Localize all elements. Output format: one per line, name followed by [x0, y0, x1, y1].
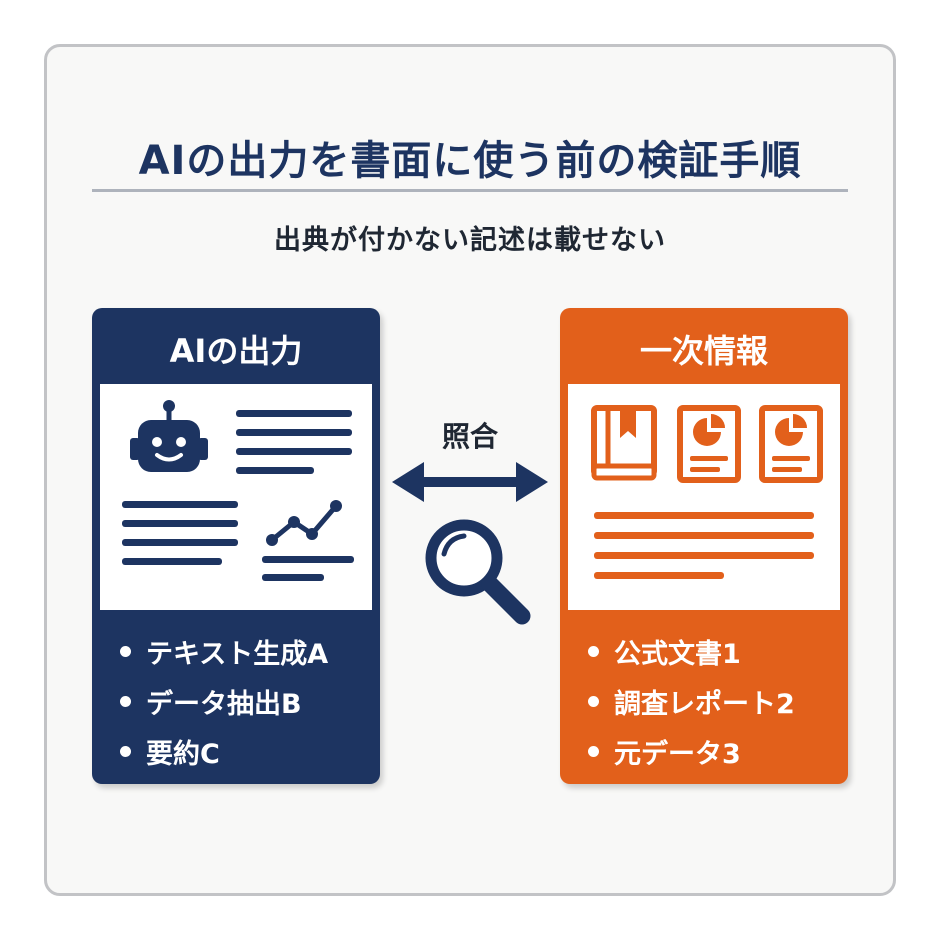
bullet-icon	[120, 695, 131, 707]
report-icon	[677, 405, 741, 483]
book-icon	[591, 405, 657, 481]
line-chart-icon	[262, 500, 354, 581]
list-item: テキスト生成A	[120, 626, 328, 676]
primary-card-illustration	[568, 384, 840, 610]
bullet-icon	[120, 645, 131, 657]
compare-label: 照合	[441, 420, 498, 453]
primary-info-list: 公式文書1 調査レポート2 元データ3	[588, 626, 795, 776]
ai-output-card: AIの出力	[92, 308, 380, 784]
report-icon	[759, 405, 823, 483]
text-lines	[594, 512, 814, 579]
text-lines-bottom	[122, 501, 238, 565]
primary-info-card: 一次情報 公式文書1 調査レポート	[560, 308, 848, 784]
list-item: データ抽出B	[120, 676, 328, 726]
bullet-icon	[588, 645, 599, 657]
list-item: 調査レポート2	[588, 676, 795, 726]
magnifier-icon	[425, 519, 531, 625]
bullet-icon	[588, 745, 599, 757]
robot-icon	[130, 400, 208, 472]
ai-card-heading: AIの出力	[169, 332, 303, 370]
bullet-icon	[120, 745, 131, 757]
bullet-icon	[588, 695, 599, 707]
page-title: AIの出力を書面に使う前の検証手順	[138, 138, 802, 184]
list-item: 公式文書1	[588, 626, 795, 676]
primary-card-heading: 一次情報	[639, 332, 768, 370]
list-item: 元データ3	[588, 726, 795, 776]
text-lines-top	[236, 410, 352, 474]
page-subtitle: 出典が付かない記述は載せない	[274, 225, 666, 256]
double-arrow-icon	[392, 462, 548, 502]
list-item: 要約C	[120, 726, 328, 776]
ai-card-illustration	[100, 384, 372, 610]
title-divider	[92, 189, 848, 192]
ai-output-list: テキスト生成A データ抽出B 要約C	[120, 626, 328, 776]
